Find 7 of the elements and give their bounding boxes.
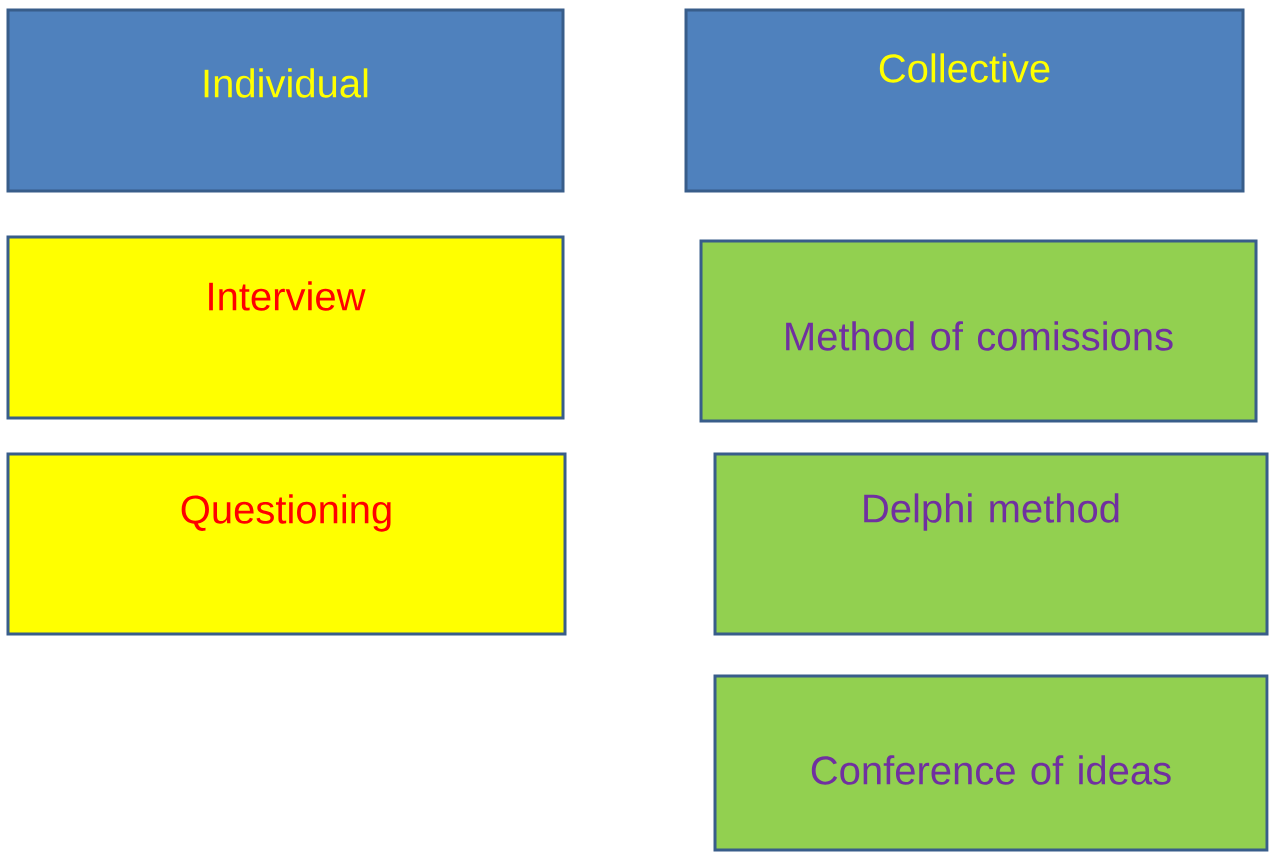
process-box: Method of comissions	[699, 239, 1258, 423]
process-box: Questioning	[6, 452, 567, 636]
process-box: Conference of ideas	[713, 674, 1269, 852]
process-box: Interview	[6, 235, 565, 420]
process-box: Collective	[684, 8, 1245, 193]
process-box: Delphi method	[713, 452, 1269, 636]
process-box: Individual	[6, 8, 565, 193]
